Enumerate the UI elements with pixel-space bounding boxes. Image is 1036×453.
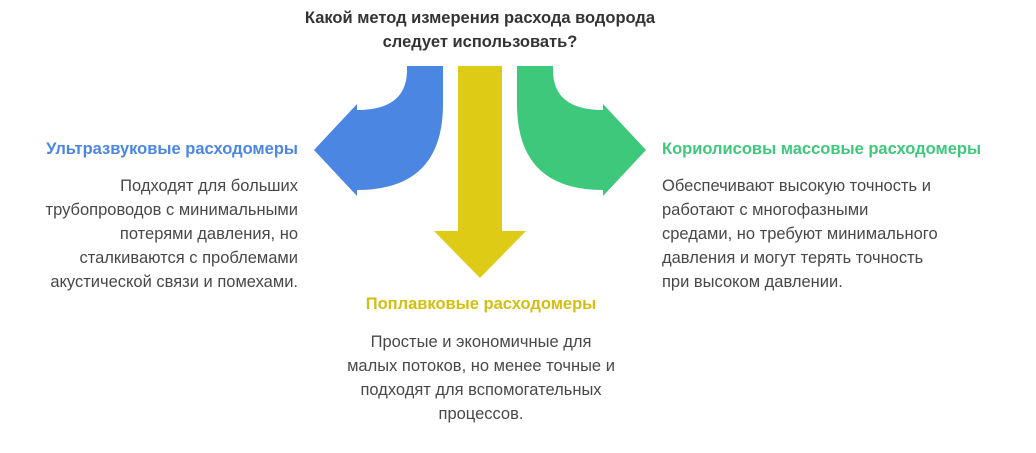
float-description: Простые и экономичные для малых потоков,… <box>347 333 615 423</box>
diagram-title: Какой метод измерения расхода водорода с… <box>304 9 656 51</box>
ultrasonic-description: Подходят для больших трубопроводов с мин… <box>45 177 298 291</box>
coriolis-heading: Кориолисовы массовые расходомеры <box>662 140 982 158</box>
ultrasonic-heading: Ультразвуковые расходомеры <box>46 140 298 158</box>
float-heading: Поплавковые расходомеры <box>365 295 597 313</box>
center-arrow <box>434 66 526 278</box>
right-arrow <box>517 66 646 196</box>
coriolis-description: Обеспечивают высокую точность и работают… <box>662 177 938 291</box>
left-arrow <box>314 66 443 196</box>
